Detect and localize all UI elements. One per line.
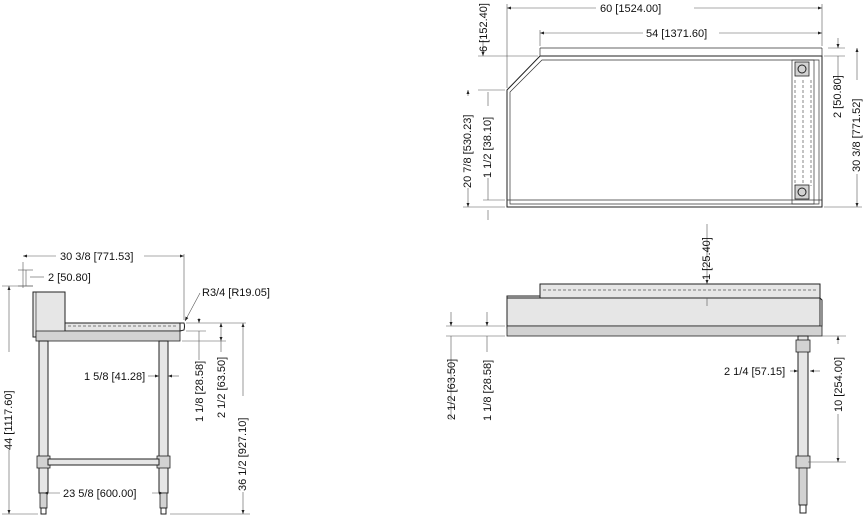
front-leg-right: [158, 340, 169, 494]
plan-outline: [506, 55, 823, 208]
front-radius-dim: R3/4 [R19.05]: [202, 287, 270, 299]
side-apron-height-dim: 2 1/2 [63.50]: [446, 359, 458, 420]
front-undershelf-bar: [47, 458, 160, 466]
plan-front-edge-dim: 1 1/2 [38.10]: [482, 117, 494, 178]
front-rim: [179, 322, 185, 332]
plan-flat-length-dim: 54 [1371.60]: [646, 28, 707, 40]
plan-corner-offset-dim: 6 [152.40]: [478, 3, 490, 52]
front-overall-height-dim: 44 [1117.60]: [3, 390, 15, 450]
plan-overall-length-dim: 60 [1524.00]: [600, 3, 661, 15]
plan-drain-trough: [791, 59, 815, 205]
side-leg-offset-dim: 2 1/4 [57.15]: [724, 366, 785, 378]
front-apron: [35, 330, 181, 342]
front-leg-spacing-dim: 23 5/8 [600.00]: [63, 488, 136, 500]
front-backsplash-height-dim: 2 [50.80]: [48, 272, 91, 284]
front-worktop: [64, 322, 181, 332]
front-work-height-dim: 36 1/2 [927.10]: [237, 418, 249, 491]
front-top-width-dim: 30 3/8 [771.53]: [60, 251, 133, 263]
front-rim-height-dim: 1 1/8 [28.58]: [194, 361, 206, 422]
plan-rim-width-dim: 2 [50.80]: [832, 75, 844, 118]
side-drop-height-dim: 10 [254.00]: [833, 357, 845, 412]
plan-view: 60 [1524.00] 54 [1371.60] 6 [152.40] 20 …: [459, 1, 863, 220]
side-apron: [506, 325, 823, 337]
plan-drain-bottom: [794, 184, 810, 200]
plan-drain-top: [794, 61, 810, 77]
side-rim-height-dim: 1 1/8 [28.58]: [482, 360, 494, 421]
front-leg-left: [38, 340, 49, 494]
side-leg: [797, 335, 809, 462]
side-view: 1 [25.40] 2 1/2 [63.50] 1 1/8 [28.58] 2 …: [446, 224, 846, 514]
side-raised-rim: [539, 283, 821, 299]
plan-overall-depth-dim: 30 3/8 [771.52]: [851, 99, 863, 172]
front-apron-height-dim: 2 1/2 [63.50]: [216, 357, 228, 418]
side-worktop: [506, 297, 821, 327]
side-top-thickness-dim: 1 [25.40]: [701, 237, 713, 280]
front-view: 30 3/8 [771.53] 2 [50.80] R3/4 [R19.05] …: [1, 249, 270, 515]
plan-taper-depth-dim: 20 7/8 [530.23]: [462, 115, 474, 188]
front-leg-offset-dim: 1 5/8 [41.28]: [84, 371, 145, 383]
front-backsplash: [32, 291, 66, 338]
